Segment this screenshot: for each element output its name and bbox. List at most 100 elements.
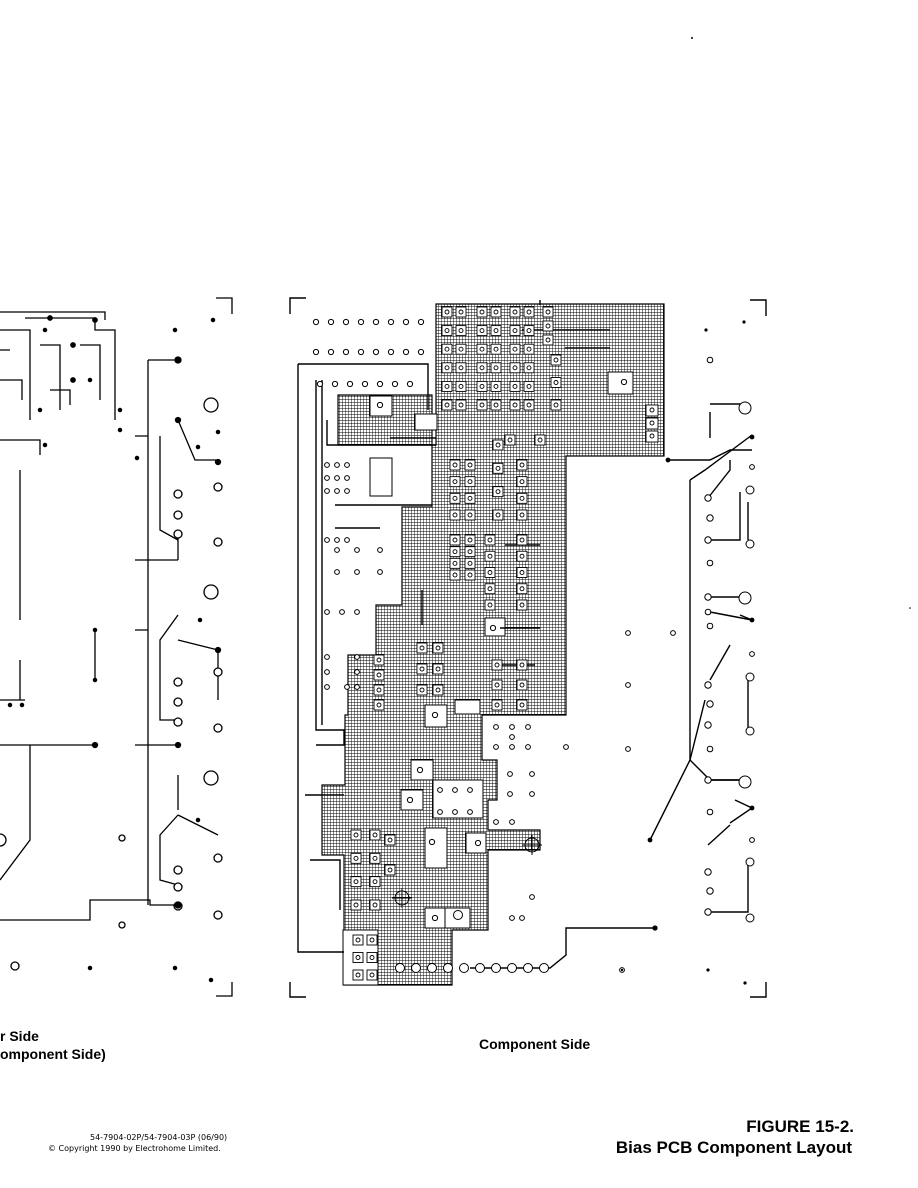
corner-mark-top <box>216 297 233 314</box>
solder-pads <box>0 397 223 971</box>
pad-hole <box>444 309 450 315</box>
pad-hole <box>458 346 464 352</box>
pad-hole <box>467 560 473 566</box>
solder-side-view <box>0 297 233 997</box>
pad-hole <box>419 645 425 651</box>
figure-title: Bias PCB Component Layout <box>615 1138 852 1157</box>
pad-hole <box>479 402 485 408</box>
pad-hole <box>369 972 375 978</box>
pad-hole <box>444 365 450 371</box>
pad-hole <box>458 402 464 408</box>
pad-hole <box>353 855 359 861</box>
pad-hole <box>649 433 655 439</box>
pad-hole <box>479 383 485 389</box>
pad-hole <box>519 570 525 575</box>
pad-hole <box>419 666 425 672</box>
pad-hole <box>493 365 499 371</box>
pad-hole <box>435 666 441 672</box>
pad-hole <box>512 383 518 389</box>
pad-hole <box>353 902 359 908</box>
pad-hole <box>435 687 441 693</box>
pad-hole <box>526 309 532 315</box>
pad-hole <box>512 346 518 352</box>
pad-hole <box>493 328 499 334</box>
copyright-notice: © Copyright 1990 by Electrohome Limited. <box>48 1144 221 1153</box>
pad-hole <box>553 402 559 408</box>
pad-hole <box>494 682 500 688</box>
pad-hole <box>452 560 458 566</box>
pad-hole <box>545 309 551 315</box>
pad-hole <box>355 955 361 960</box>
pad-hole <box>376 672 382 678</box>
pad-hole <box>372 855 378 861</box>
pad-hole <box>452 479 458 485</box>
component-small-dots <box>620 37 911 985</box>
pad-hole <box>452 462 458 468</box>
pad-hole <box>545 323 551 329</box>
pad-hole <box>444 328 450 334</box>
pad-hole <box>537 437 543 443</box>
pad-hole <box>467 495 473 501</box>
pad-hole <box>467 462 473 468</box>
pad-hole <box>479 328 485 334</box>
pad-hole <box>493 309 499 315</box>
corner-mark-bottom <box>216 982 233 997</box>
pad-hole <box>376 687 382 693</box>
pad-hole <box>458 309 464 315</box>
pad-hole <box>479 365 485 371</box>
pad-hole <box>493 346 499 352</box>
pad-hole <box>495 442 501 448</box>
pad-hole <box>444 383 450 389</box>
pad-hole <box>372 879 378 885</box>
pad-hole <box>487 602 493 608</box>
pad-hole <box>493 383 499 389</box>
pad-hole <box>369 937 375 943</box>
pad-hole <box>487 553 493 559</box>
pad-hole <box>519 537 525 543</box>
pad-hole <box>519 479 525 485</box>
pad-hole <box>467 572 473 578</box>
trim-pots <box>392 835 542 908</box>
component-side-caption: Component Side <box>479 1036 591 1052</box>
pad-hole <box>507 437 513 443</box>
pad-hole <box>649 407 655 413</box>
pad-hole <box>479 309 485 315</box>
pad-hole <box>353 832 359 838</box>
solder-side-caption-line2: omponent Side) <box>0 1046 106 1062</box>
pad-hole <box>487 537 493 543</box>
pad-hole <box>444 402 450 408</box>
pad-hole <box>519 495 525 501</box>
pad-hole <box>387 867 393 873</box>
pad-hole <box>458 328 464 334</box>
pad-hole <box>519 702 525 708</box>
pad-hole <box>494 662 500 668</box>
pad-hole <box>487 586 493 592</box>
component-pads <box>312 318 755 973</box>
pad-hole <box>519 462 525 468</box>
pad-hole <box>519 553 525 559</box>
pad-hole <box>495 512 501 518</box>
pad-hole <box>553 357 559 363</box>
pad-hole <box>512 402 518 408</box>
pad-hole <box>512 365 518 371</box>
pad-hole <box>545 337 551 343</box>
square-pads <box>350 306 659 981</box>
pad-hole <box>526 383 532 389</box>
pad-hole <box>419 687 425 693</box>
pad-hole <box>487 570 493 575</box>
pad-hole <box>526 365 532 371</box>
pad-hole <box>452 549 458 555</box>
pad-hole <box>444 346 450 352</box>
pad-hole <box>526 346 532 352</box>
pad-hole <box>467 537 473 543</box>
pad-hole <box>372 832 378 838</box>
pad-hole <box>493 402 499 408</box>
pad-hole <box>467 549 473 555</box>
component-side-view <box>289 37 911 998</box>
pad-hole <box>519 586 525 592</box>
pad-hole <box>495 489 501 495</box>
pad-hole <box>512 309 518 315</box>
pad-hole <box>376 657 382 663</box>
pad-hole <box>519 512 525 518</box>
